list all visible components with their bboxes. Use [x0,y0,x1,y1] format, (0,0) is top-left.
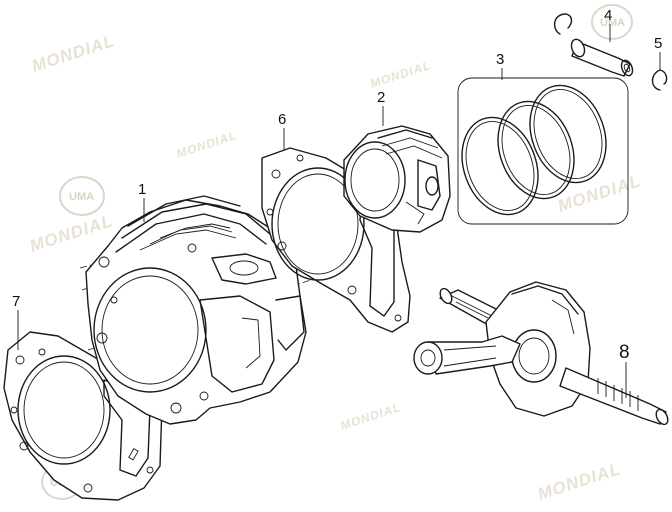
watermark-mondial-6: MONDIAL [339,400,403,433]
label-part-3: 3 [496,51,504,68]
part-8-crankshaft [413,281,669,426]
watermark-mondial-2: MONDIAL [175,128,239,161]
label-part-2: 2 [377,89,385,106]
label-part-6: 6 [278,111,286,128]
part-4-piston-pin [570,38,634,77]
leader-lines [17,24,661,398]
part-1-cylinder [85,195,307,425]
uma-logo-text-2: UMA [600,17,625,29]
label-part-4: 4 [604,7,612,24]
label-part-7: 7 [12,293,20,310]
watermark-mondial-7: MONDIAL [535,459,623,504]
part-3-piston-rings [457,77,629,225]
watermark-mondial-4: MONDIAL [27,211,115,256]
label-part-8: 8 [619,342,630,363]
part-2-piston [343,125,451,233]
rings-group-box [457,77,629,225]
uma-logo-1: UMA [59,176,105,216]
watermark-mondial-3: MONDIAL [369,58,433,91]
part-5-circlips [553,13,668,91]
part-labels: 1 2 3 4 5 6 7 8 [12,7,662,363]
uma-logo-text-1: UMA [69,191,94,203]
label-part-5: 5 [654,35,662,52]
watermark-mondial-1: MONDIAL [29,31,117,76]
uma-logo-2: UMA [591,4,633,40]
label-part-1: 1 [138,181,146,198]
